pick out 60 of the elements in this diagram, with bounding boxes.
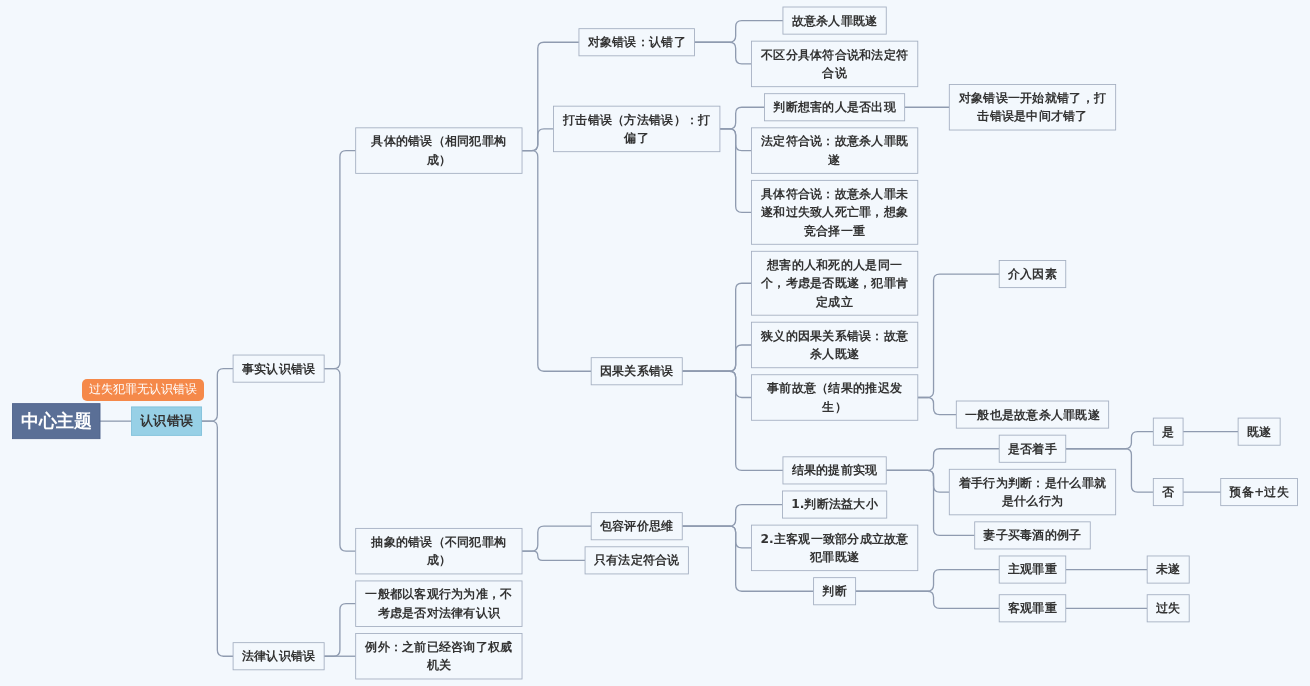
node-box: 2.主客观一致部分成立故意犯罪既遂: [751, 524, 919, 572]
node-box: 结果的提前实现: [782, 456, 887, 485]
node-box: 预备+过失: [1220, 478, 1298, 507]
node-box: 例外：之前已经咨询了权威机关: [355, 633, 523, 680]
connector: [854, 590, 1000, 609]
node-box: 否: [1152, 478, 1184, 507]
node-box: 对象错误一开始就错了，打击错误是中间才错了: [948, 84, 1117, 131]
node-box: 对象错误：认错了: [578, 28, 695, 57]
node-box: 1.判断法益大小: [782, 490, 888, 519]
node-box: 故意杀人罪既遂: [782, 6, 887, 35]
node-box: 具体符合说：故意杀人罪未遂和过失致人死亡罪，想象竞合择一重: [751, 179, 919, 245]
node-box: 法律认识错误: [232, 642, 325, 671]
node-box: 一般都以客观行为为准，不考虑是否对法律有认识: [355, 580, 523, 627]
connector: [323, 603, 357, 657]
connector: [323, 367, 357, 552]
connector: [99, 420, 133, 422]
connector: [885, 469, 976, 537]
callout-label: 过失犯罪无认识错误: [81, 378, 204, 401]
connector: [200, 420, 234, 657]
node-box: 主观罪重: [998, 555, 1067, 584]
node-box: 过失: [1146, 594, 1190, 623]
node-box: 包容评价思维: [590, 512, 683, 541]
connector: [1065, 568, 1148, 571]
connector: [693, 41, 753, 65]
node-box: 法定符合说：故意杀人罪既遂: [751, 127, 919, 174]
connector: [1182, 491, 1222, 493]
node-box: 抽象的错误（不同犯罪构成）: [355, 527, 523, 575]
node-box: 事实认识错误: [232, 354, 325, 383]
node-box: 判断想害的人是否出现: [764, 93, 906, 122]
node-box: 是: [1152, 417, 1184, 446]
connector: [917, 396, 957, 416]
node-box: 不区分具体符合说和法定符合说: [751, 40, 919, 88]
node-box: 既遂: [1237, 417, 1281, 446]
node-box: 一般也是故意杀人罪既遂: [955, 400, 1110, 429]
node-box: 事前故意（结果的推迟发生）: [751, 374, 919, 421]
connector: [1182, 431, 1239, 433]
connector: [719, 128, 753, 213]
node-box: 介入因素: [998, 260, 1067, 289]
connector: [521, 149, 592, 372]
connector: [521, 550, 586, 561]
node-box: 着手行为判断：是什么罪就是什么行为: [948, 468, 1117, 516]
node-box: 狭义的因果关系错误：故意杀人既遂: [751, 321, 919, 369]
node-box: 打击错误（方法错误）：打偏了: [553, 105, 721, 153]
node-box: 具体的错误（相同犯罪构成）: [355, 127, 523, 174]
node-box: 妻子买毒酒的例子: [974, 521, 1091, 550]
connector: [323, 655, 357, 657]
connector: [681, 525, 815, 592]
connector: [904, 106, 950, 108]
node-box: 中心主题: [12, 403, 101, 440]
connector: [681, 370, 784, 472]
node-box: 客观罪重: [998, 594, 1067, 623]
node-box: 想害的人和死的人是同一个，考虑是否既遂，犯罪肯定成立: [751, 250, 919, 316]
node-box: 只有法定符合说: [584, 546, 689, 575]
node-box: 判断: [813, 577, 857, 606]
node-box: 是否着手: [998, 434, 1067, 463]
connector: [1065, 607, 1148, 609]
node-box: 因果关系错误: [590, 357, 683, 386]
node-box: 认识错误: [131, 406, 202, 436]
node-box: 未遂: [1146, 555, 1190, 584]
connector: [1065, 448, 1154, 493]
